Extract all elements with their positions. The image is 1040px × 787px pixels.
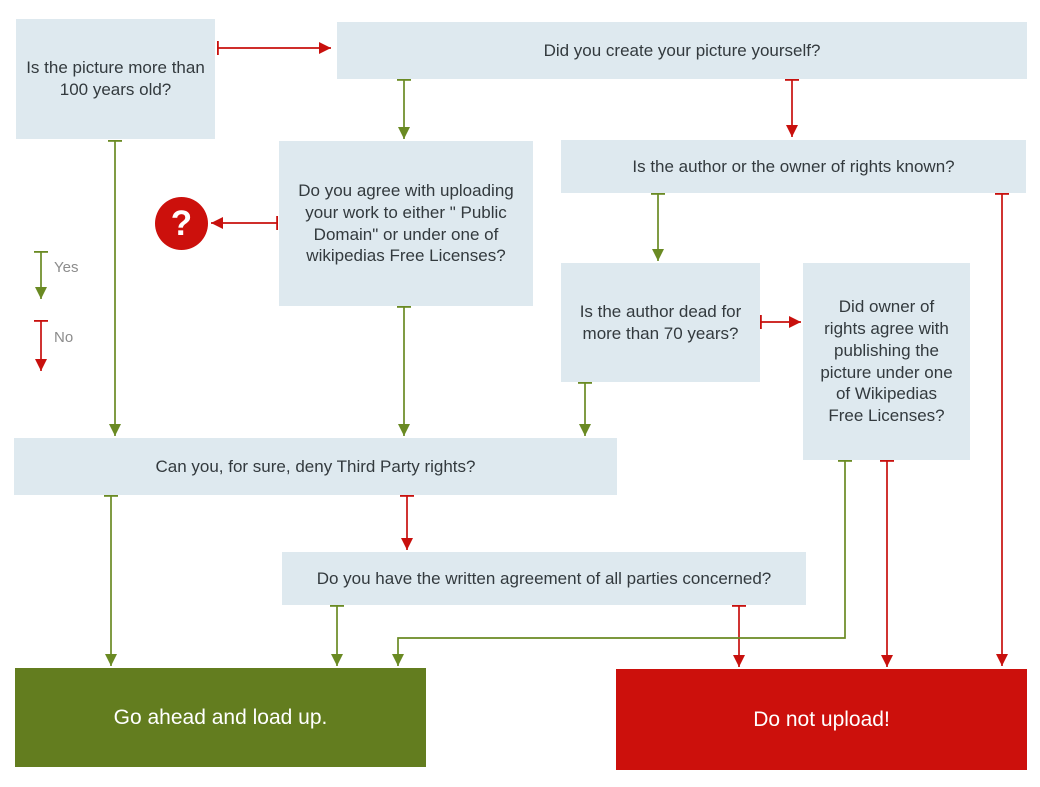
legend-yes-label: Yes	[54, 259, 79, 276]
node-question-create-yourself: Did you create your picture yourself?	[337, 22, 1027, 79]
node-question-author-known: Is the author or the owner of rights kno…	[561, 140, 1026, 193]
node-question-author-dead: Is the author dead for more than 70 year…	[561, 263, 760, 382]
node-question-third-party: Can you, for sure, deny Third Party righ…	[14, 438, 617, 495]
node-question-picture-age: Is the picture more than 100 years old?	[16, 19, 215, 139]
node-question-owner-agree: Did owner of rights agree with publishin…	[803, 263, 970, 460]
question-mark-icon: ?	[155, 197, 208, 250]
legend-no-label: No	[54, 329, 74, 346]
node-terminal-go-ahead: Go ahead and load up.	[15, 668, 426, 767]
node-question-agree-upload: Do you agree with uploading your work to…	[279, 141, 533, 306]
node-terminal-do-not-upload: Do not upload!	[616, 669, 1027, 770]
node-question-written-agreement: Do you have the written agreement of all…	[282, 552, 806, 605]
